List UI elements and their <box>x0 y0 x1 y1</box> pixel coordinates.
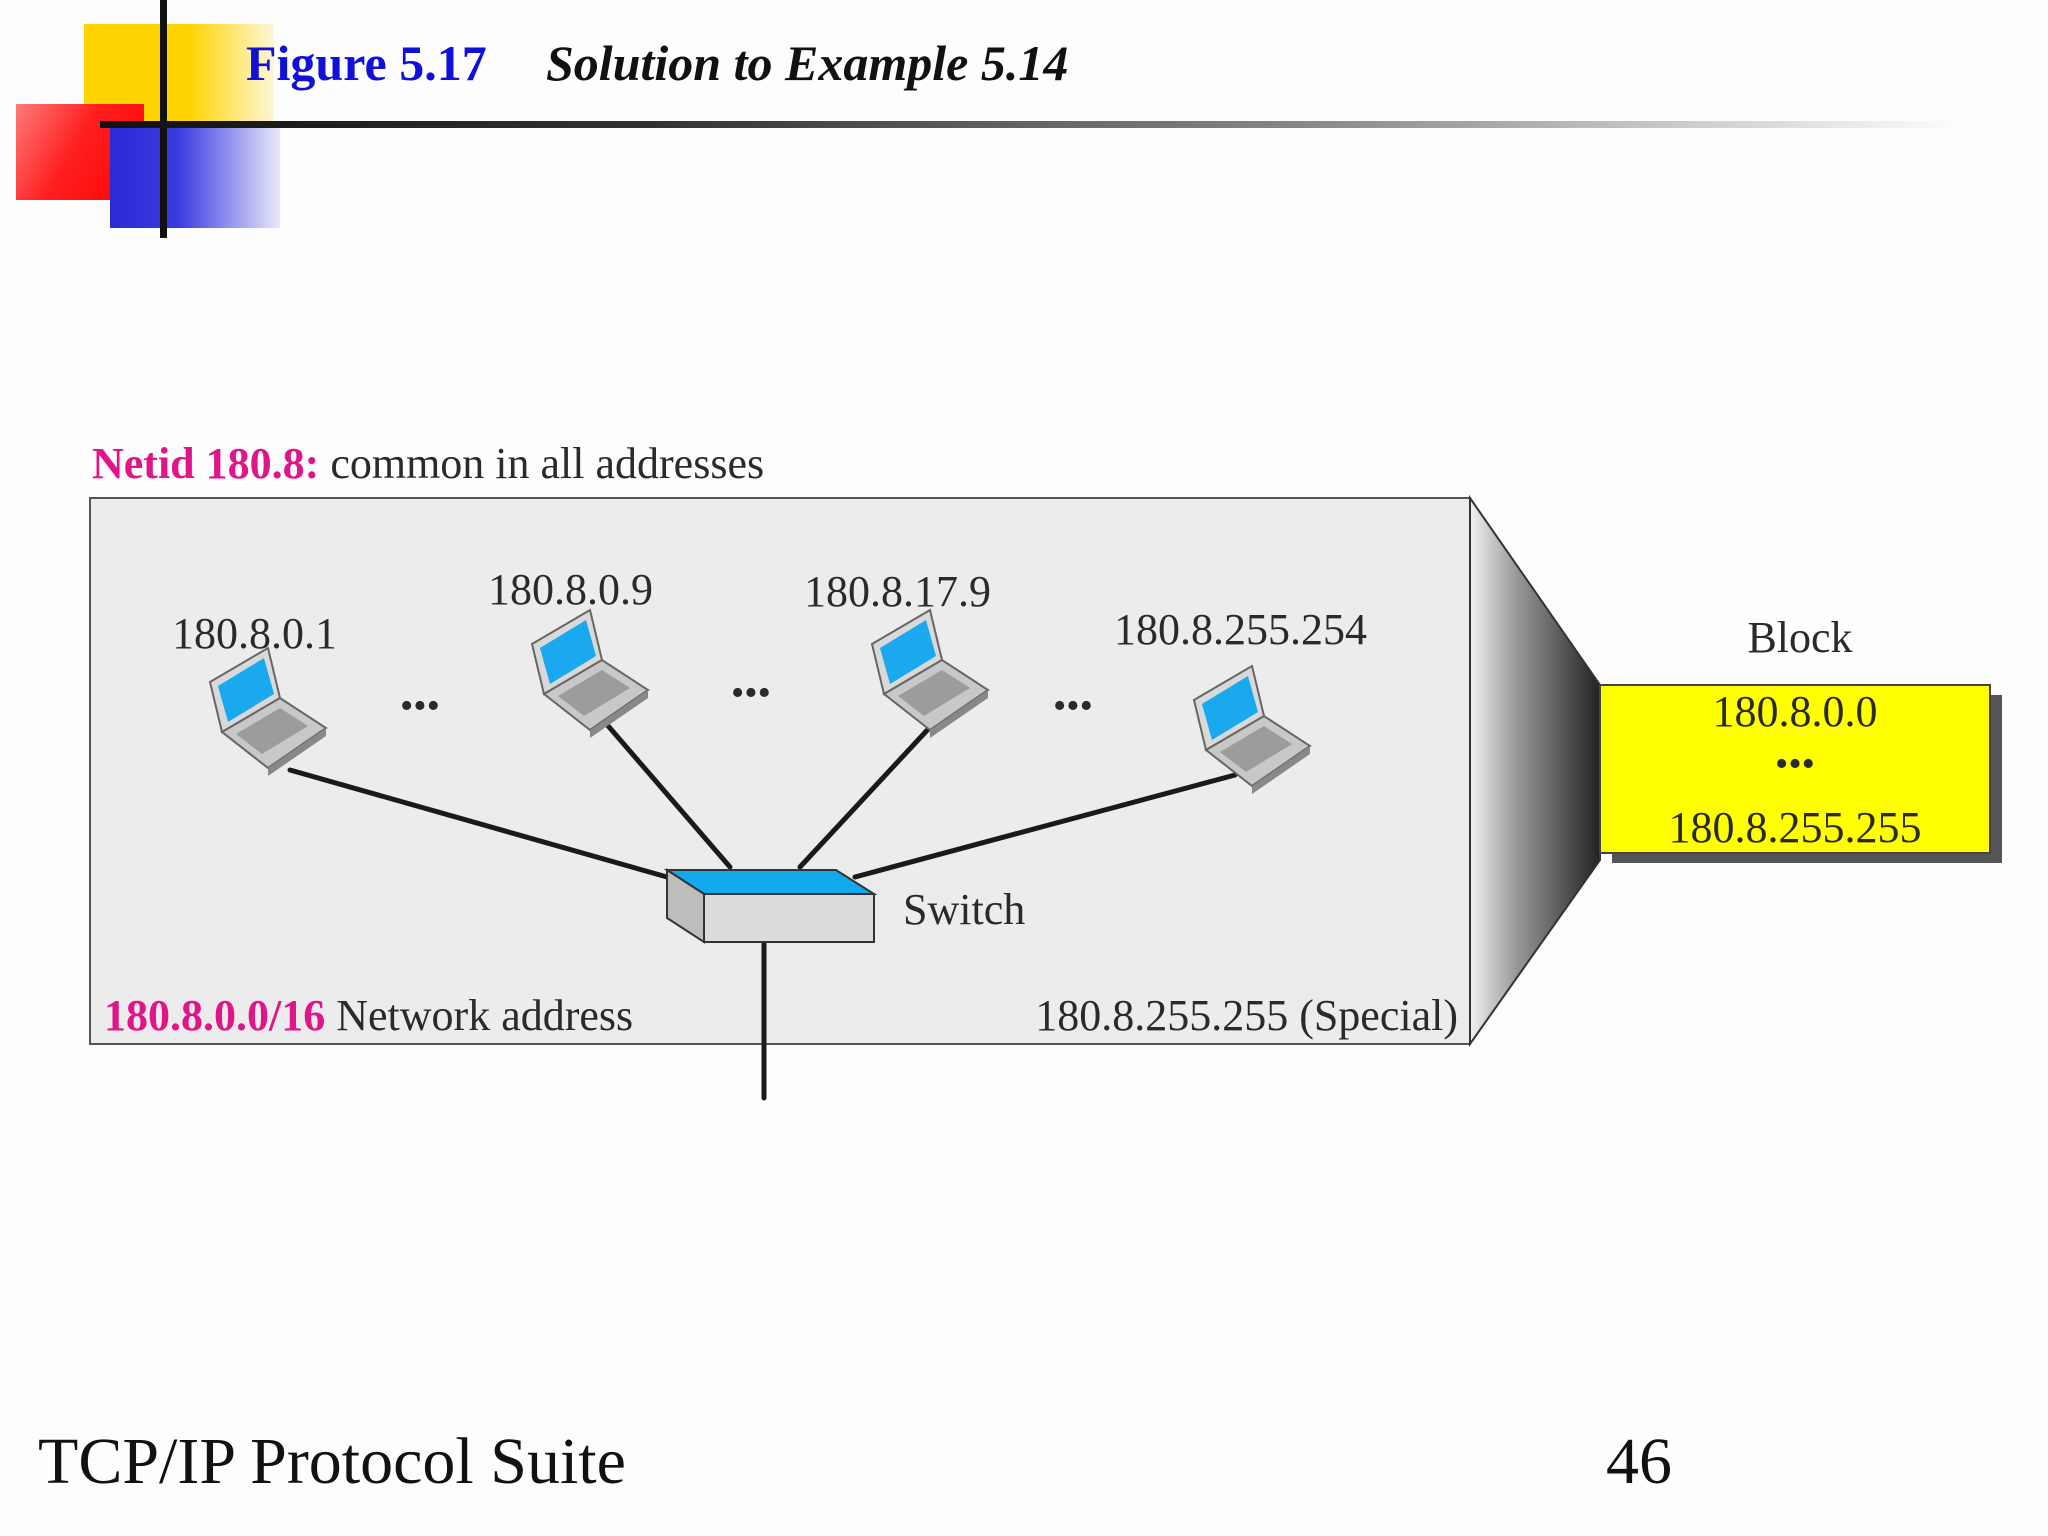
page-number: 46 <box>1606 1425 1672 1498</box>
host-address-4: 180.8.255.254 <box>1114 605 1367 654</box>
block-last-address: 180.8.255.255 <box>1669 803 1922 852</box>
links <box>287 717 1238 1101</box>
laptop-icon <box>530 608 650 738</box>
host-address-2: 180.8.0.9 <box>488 565 653 614</box>
decor-vertical-line <box>160 0 167 238</box>
link-host-4 <box>852 772 1238 880</box>
link-host-2 <box>600 717 733 870</box>
block-box <box>1599 684 1991 854</box>
netid-text: common in all addresses <box>319 439 764 488</box>
ellipsis-2: ••• <box>731 672 771 714</box>
host-address-1: 180.8.0.1 <box>172 609 337 658</box>
block-title: Block <box>1747 613 1852 662</box>
switch-label: Switch <box>903 885 1025 934</box>
ellipsis-3: ••• <box>1053 685 1093 727</box>
laptop-icon <box>1192 664 1312 794</box>
link-host-3 <box>797 722 935 870</box>
laptop-icon <box>870 608 990 738</box>
netid-label: Netid 180.8: common in all addresses <box>92 439 764 488</box>
figure-number: Figure 5.17 <box>246 35 487 91</box>
block-ellipsis: ••• <box>1775 743 1815 785</box>
network-address-label: 180.8.0.0/16 Network address <box>104 991 633 1040</box>
footer-title: TCP/IP Protocol Suite <box>38 1425 626 1498</box>
network-address-text: Network address <box>325 991 633 1040</box>
laptop-icon <box>208 646 328 776</box>
zoom-connector <box>1469 494 1601 1048</box>
host-address-3: 180.8.17.9 <box>804 567 991 616</box>
decor-blue-square <box>110 124 280 228</box>
special-address-label: 180.8.255.255 (Special) <box>1035 991 1458 1040</box>
title-underline <box>100 121 1960 128</box>
switch-icon <box>663 868 878 944</box>
netid-prefix: Netid 180.8: <box>92 439 319 488</box>
network-address: 180.8.0.0/16 <box>104 991 325 1040</box>
ellipsis-1: ••• <box>400 685 440 727</box>
block-first-address: 180.8.0.0 <box>1713 687 1878 736</box>
figure-title: Solution to Example 5.14 <box>546 35 1069 91</box>
link-host-1 <box>287 767 670 880</box>
